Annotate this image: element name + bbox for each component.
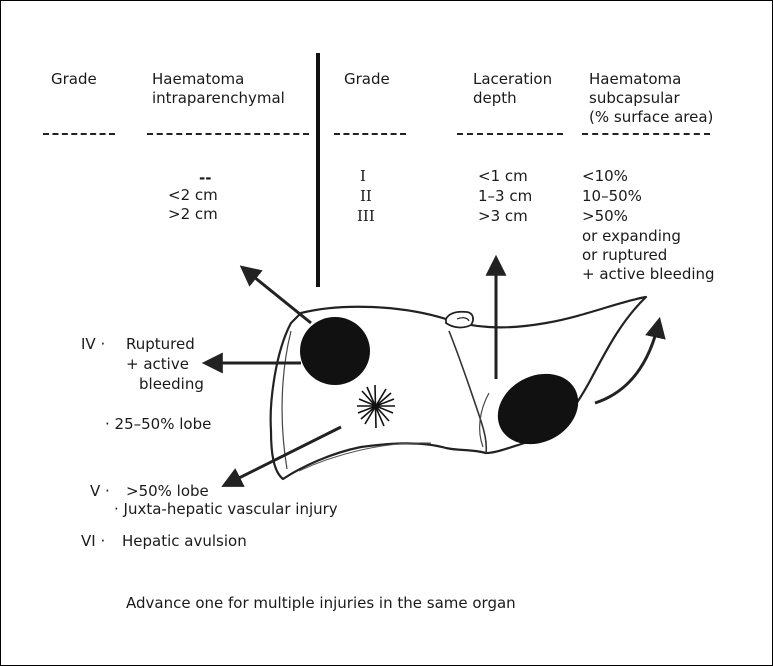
header-haematoma-intra-line1: Haematoma: [152, 70, 245, 88]
grade-v-line2: · Juxta-hepatic vascular injury: [114, 500, 338, 518]
header-rule-grade-left: [43, 133, 115, 135]
intra-value-grade-1: --: [199, 169, 212, 187]
grade-numeral-2: II: [360, 187, 372, 205]
header-laceration-line2: depth: [473, 89, 517, 107]
subcapsular-value-4: or expanding: [582, 227, 681, 245]
laceration-value-grade-1: <1 cm: [478, 167, 528, 185]
subcapsular-value-3: >50%: [582, 207, 628, 225]
grade-v-line1: >50% lobe: [126, 482, 209, 500]
intraparenchymal-haematoma: [300, 317, 370, 385]
subcapsular-value-2: 10–50%: [582, 187, 642, 205]
grade-iv-line2: + active: [126, 355, 189, 373]
header-haematoma-sub-line1: Haematoma: [589, 70, 682, 88]
header-haematoma-sub-line3: (% surface area): [589, 108, 714, 126]
header-haematoma-intra-line2: intraparenchymal: [152, 89, 285, 107]
grade-iv-line3: bleeding: [139, 375, 204, 393]
laceration-value-grade-2: 1–3 cm: [478, 187, 533, 205]
header-grade-right: Grade: [344, 70, 390, 88]
intra-value-grade-3: >2 cm: [168, 205, 218, 223]
grade-numeral-1: I: [360, 167, 366, 185]
header-rule-subcapsular: [582, 133, 710, 135]
grade-v-label: V ·: [90, 482, 110, 500]
footnote: Advance one for multiple injuries in the…: [126, 594, 516, 612]
grade-vi-label: VI ·: [81, 532, 106, 550]
header-grade-left: Grade: [51, 70, 97, 88]
header-rule-grade-right: [334, 133, 406, 135]
grade-iv-line4: · 25–50% lobe: [105, 415, 212, 433]
header-haematoma-sub-line2: subcapsular: [589, 89, 680, 107]
arrow-lobe-disruption: [221, 425, 342, 487]
grade-iv-line1: Ruptured: [126, 335, 195, 353]
arrow-subcapsular: [594, 316, 666, 405]
subcapsular-value-5: or ruptured: [582, 246, 668, 264]
subcapsular-value-1: <10%: [582, 167, 628, 185]
grade-vi-line1: Hepatic avulsion: [122, 532, 247, 550]
arrow-intraparenchymal: [239, 265, 312, 325]
header-laceration-line1: Laceration: [473, 70, 553, 88]
header-rule-intraparenchymal: [147, 133, 309, 135]
subcapsular-haematoma: [497, 373, 579, 445]
laceration-value-grade-3: >3 cm: [478, 207, 528, 225]
subcapsular-value-6: + active bleeding: [582, 265, 715, 283]
intra-value-grade-2: <2 cm: [168, 186, 218, 204]
header-rule-laceration: [457, 133, 563, 135]
laceration-star: [357, 384, 395, 429]
grade-numeral-3: III: [357, 207, 375, 225]
grade-iv-label: IV ·: [81, 335, 106, 353]
